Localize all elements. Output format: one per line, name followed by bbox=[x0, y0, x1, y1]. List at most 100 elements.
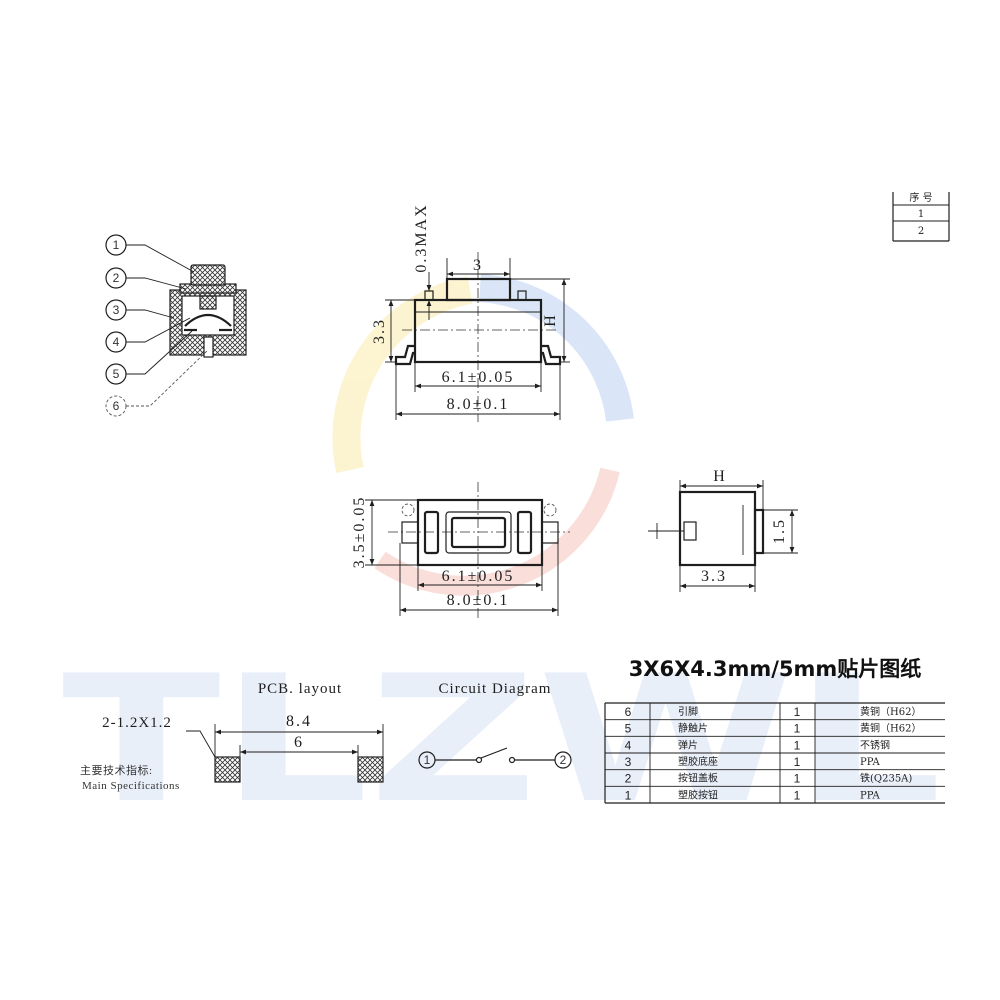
callout-1: 1 bbox=[105, 234, 195, 273]
callout-number: 3 bbox=[113, 303, 120, 317]
dim-button-width: 3 bbox=[473, 257, 483, 274]
callout-number: 1 bbox=[113, 238, 120, 252]
lead bbox=[683, 521, 697, 541]
slot-right bbox=[516, 510, 533, 555]
table-row: 2 按钮盖板 1 铁(Q235A) bbox=[625, 772, 913, 786]
leader-line bbox=[126, 244, 195, 273]
main-specifications: 主要技术指标: Main Specifications bbox=[80, 763, 180, 792]
dim-outer-span: 8.4 bbox=[286, 713, 312, 730]
part-material: 不锈钢 bbox=[860, 738, 890, 751]
dim-body-depth: 3.5±0.05 bbox=[351, 496, 368, 569]
part-number: 2 bbox=[625, 772, 632, 786]
plunger bbox=[199, 295, 217, 310]
end-view: H 1.5 3.3 bbox=[648, 468, 798, 592]
corner-table-row: 2 bbox=[918, 226, 924, 237]
part-name: 引脚 bbox=[678, 705, 698, 718]
switch-contact bbox=[475, 756, 483, 764]
callout-4: 4 bbox=[105, 317, 191, 353]
button-outline bbox=[445, 511, 512, 554]
terminal-label-b: 2 bbox=[560, 753, 567, 767]
circuit-diagram-title: Circuit Diagram bbox=[439, 681, 552, 697]
callout-3: 3 bbox=[105, 299, 175, 321]
part-qty: 1 bbox=[794, 722, 801, 736]
terminal-circle-b bbox=[554, 751, 572, 769]
dim-body-height: 3.3 bbox=[371, 318, 388, 344]
table-row: 4 弹片 1 不锈钢 bbox=[625, 738, 890, 752]
terminal bbox=[203, 336, 214, 358]
leader-line bbox=[126, 309, 175, 319]
lead-right bbox=[541, 344, 562, 366]
dim-overall-width: 8.0±0.1 bbox=[447, 592, 510, 609]
part-number: 5 bbox=[625, 722, 632, 736]
callout-number: 2 bbox=[113, 271, 120, 285]
part-number: 1 bbox=[625, 788, 632, 802]
part-qty: 1 bbox=[794, 738, 801, 752]
pin-marker-right bbox=[543, 503, 557, 517]
part-number: 3 bbox=[625, 755, 632, 769]
leader-line bbox=[126, 317, 191, 343]
lead-right bbox=[541, 521, 559, 544]
part-material: 黄铜（H62） bbox=[860, 705, 921, 718]
corner-table-row: 1 bbox=[918, 209, 924, 220]
part-material: PPA bbox=[860, 790, 881, 801]
button-cap bbox=[190, 264, 226, 286]
dome-spring bbox=[184, 313, 232, 327]
switch-lever bbox=[480, 747, 508, 759]
part-number: 4 bbox=[625, 738, 632, 752]
callout-number: 4 bbox=[113, 335, 120, 349]
specs-label-cn: 主要技术指标: bbox=[80, 763, 153, 777]
table-row: 1 塑胶按钮 1 PPA bbox=[625, 788, 881, 802]
part-qty: 1 bbox=[794, 755, 801, 769]
logo-arc-blue bbox=[478, 274, 634, 422]
top-view: 3.5±0.05 6.1±0.05 8.0±0.1 bbox=[351, 482, 570, 620]
corner-table: 序 号 1 2 bbox=[892, 191, 950, 242]
dim-cover-max: 0.3MAX bbox=[413, 203, 430, 272]
pad-spec: 2-1.2X1.2 bbox=[102, 715, 172, 731]
leader-line bbox=[126, 277, 187, 290]
part-name: 弹片 bbox=[678, 738, 698, 751]
part-name: 静触片 bbox=[678, 722, 708, 735]
part-name: 塑胶底座 bbox=[678, 755, 718, 768]
terminal-label-a: 1 bbox=[424, 753, 431, 767]
lead-left bbox=[401, 521, 419, 544]
dim-body-width: 6.1±0.05 bbox=[442, 568, 515, 585]
lead-left bbox=[394, 344, 415, 366]
switch-body bbox=[678, 490, 757, 567]
table-row: 3 塑胶底座 1 PPA bbox=[625, 755, 881, 769]
part-material: 黄铜（H62） bbox=[860, 722, 921, 735]
callout-number: 6 bbox=[113, 399, 120, 413]
leader-line bbox=[126, 330, 193, 375]
cover-tab-right bbox=[517, 290, 527, 301]
dim-inner-span: 6 bbox=[294, 734, 304, 751]
bom-table: 6 引脚 1 黄铜（H62） 5 静触片 1 黄铜（H62） 4 弹片 1 不锈… bbox=[604, 702, 945, 804]
pcb-layout-title: PCB. layout bbox=[258, 681, 342, 697]
side-view: 3 0.3MAX 3.3 H 6.1±0.05 8.0±0.1 bbox=[371, 203, 570, 422]
callout-number: 5 bbox=[113, 367, 120, 381]
dim-button-size: 1.5 bbox=[771, 518, 788, 544]
slot-left bbox=[423, 510, 440, 555]
switch-body bbox=[416, 498, 544, 567]
dim-overall-width: 8.0±0.1 bbox=[447, 396, 510, 413]
part-qty: 1 bbox=[794, 705, 801, 719]
dim-body-width: 6.1±0.05 bbox=[442, 369, 515, 386]
pad-leader-line bbox=[186, 730, 216, 758]
cross-section-view bbox=[169, 264, 247, 358]
table-row: 6 引脚 1 黄铜（H62） bbox=[625, 705, 922, 719]
part-name: 塑胶按钮 bbox=[678, 788, 718, 801]
part-qty: 1 bbox=[794, 772, 801, 786]
logo-arc-red bbox=[374, 467, 620, 596]
button-protrusion bbox=[753, 508, 765, 555]
pin-marker-left bbox=[401, 503, 415, 517]
circuit-diagram: Circuit Diagram 1 2 bbox=[418, 681, 572, 769]
specs-label-en: Main Specifications bbox=[82, 780, 180, 792]
part-qty: 1 bbox=[794, 788, 801, 802]
part-material: 铁(Q235A) bbox=[860, 772, 912, 785]
drawing-title: 3X6X4.3mm/5mm贴片图纸 bbox=[629, 657, 922, 681]
dim-total-height: H bbox=[713, 468, 727, 485]
text-watermark: TLZWL bbox=[62, 639, 942, 842]
pcb-layout: PCB. layout 2-1.2X1.2 8.4 6 bbox=[102, 681, 384, 783]
button-top bbox=[450, 516, 507, 549]
leader-line bbox=[126, 349, 209, 407]
part-material: PPA bbox=[860, 757, 881, 768]
